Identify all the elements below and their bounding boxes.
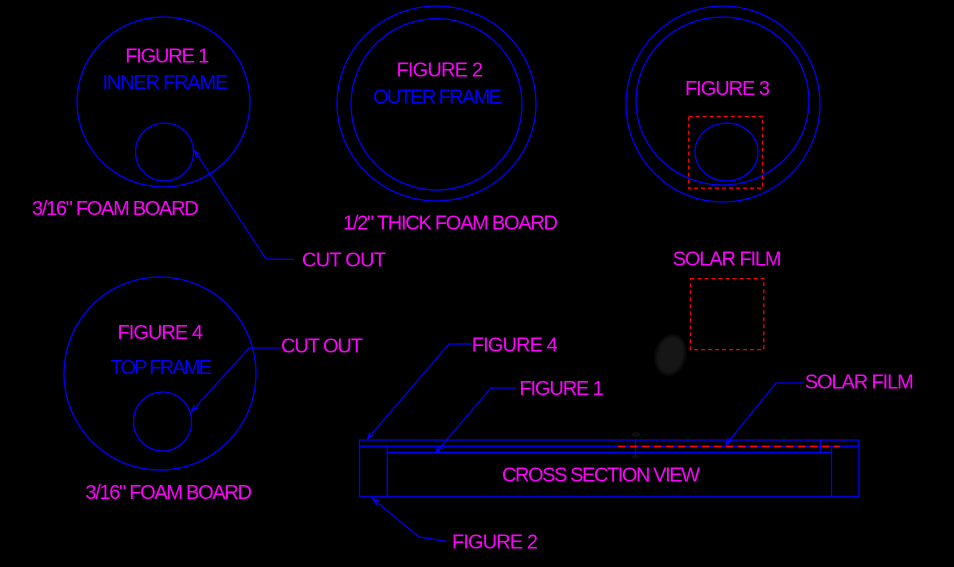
svg-text:FIGURE 1: FIGURE 1 <box>125 46 209 68</box>
svg-text:CUT OUT: CUT OUT <box>302 250 386 272</box>
svg-text:FIGURE 4: FIGURE 4 <box>472 335 558 357</box>
svg-text:TOP FRAME: TOP FRAME <box>111 357 213 379</box>
svg-text:CROSS SECTION VIEW: CROSS SECTION VIEW <box>502 465 700 487</box>
svg-text:3/16" FOAM BOARD: 3/16" FOAM BOARD <box>32 198 199 220</box>
svg-text:CUT OUT: CUT OUT <box>281 336 363 358</box>
svg-text:SOLAR FILM: SOLAR FILM <box>805 371 914 393</box>
svg-text:FIGURE 1: FIGURE 1 <box>519 378 603 400</box>
svg-text:FIGURE 4: FIGURE 4 <box>118 322 204 344</box>
svg-text:INNER FRAME: INNER FRAME <box>103 72 229 94</box>
svg-text:FIGURE 2: FIGURE 2 <box>452 532 538 554</box>
svg-text:FIGURE 2: FIGURE 2 <box>397 59 484 81</box>
svg-text:SOLAR FILM: SOLAR FILM <box>673 248 782 270</box>
svg-text:1/2" THICK FOAM BOARD: 1/2" THICK FOAM BOARD <box>343 213 558 235</box>
svg-text:FIGURE 3: FIGURE 3 <box>685 78 770 100</box>
svg-text:OUTER FRAME: OUTER FRAME <box>373 87 502 109</box>
svg-text:3/16" FOAM BOARD: 3/16" FOAM BOARD <box>85 482 252 504</box>
